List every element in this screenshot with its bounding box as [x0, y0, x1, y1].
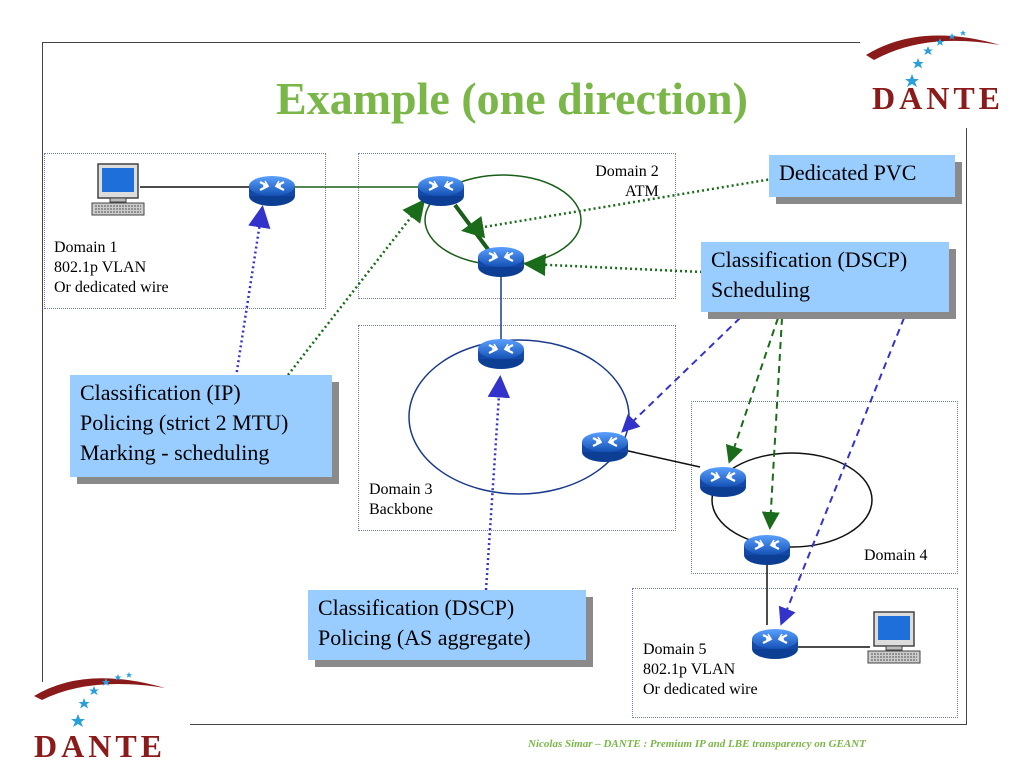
- computer-icon: [91, 163, 145, 216]
- domain-5-name: Domain 5: [643, 641, 707, 658]
- dedicated-pvc-callout: Dedicated PVC: [769, 155, 955, 197]
- domain-1-label: Domain 1 802.1p VLAN Or dedicated wire: [54, 238, 169, 298]
- domain-2-box: [358, 153, 676, 299]
- dscp-policing-callout: Classification (DSCP) Policing (AS aggre…: [308, 590, 586, 660]
- router-icon: [750, 627, 800, 661]
- computer-icon: [867, 611, 921, 664]
- domain-3-label: Domain 3 Backbone: [369, 480, 433, 520]
- domain-2-name: Domain 2: [595, 163, 659, 180]
- domain-1-box: [44, 153, 326, 309]
- domain-1-name: Domain 1: [54, 239, 118, 256]
- domain-4-name: Domain 4: [864, 547, 928, 564]
- dscp-scheduling-line-2: Scheduling: [711, 277, 810, 302]
- ip-classification-line-2: Policing (strict 2 MTU): [80, 410, 289, 435]
- dante-logo-text-bottom: DANTE: [34, 728, 167, 764]
- domain-3-line-2: Backbone: [369, 501, 433, 518]
- domain-2-label: Domain 2 ATM: [585, 162, 659, 202]
- ip-classification-callout: Classification (IP) Policing (strict 2 M…: [70, 375, 332, 477]
- dante-logo-bottom: [34, 672, 165, 727]
- slide-title: Example (one direction): [276, 73, 748, 124]
- frame-line-bottom: [190, 724, 966, 725]
- dscp-policing-line-2: Policing (AS aggregate): [318, 625, 531, 650]
- domain-4-box: [691, 401, 958, 574]
- router-icon: [247, 174, 297, 208]
- frame-line-left: [42, 42, 43, 682]
- dante-logo-text-top: DANTE: [872, 80, 1005, 116]
- frame-line-right: [966, 128, 967, 725]
- domain-3-name: Domain 3: [369, 481, 433, 498]
- ip-classification-line-3: Marking - scheduling: [80, 440, 270, 465]
- domain-2-line-2: ATM: [625, 183, 659, 200]
- router-icon: [476, 337, 526, 371]
- dscp-scheduling-line-1: Classification (DSCP): [711, 247, 908, 272]
- router-icon: [698, 465, 748, 499]
- router-icon: [476, 245, 526, 279]
- domain-4-ring: [711, 452, 873, 548]
- dscp-scheduling-callout: Classification (DSCP) Scheduling: [701, 242, 949, 312]
- dscp-policing-line-1: Classification (DSCP): [318, 595, 515, 620]
- dedicated-pvc-text: Dedicated PVC: [779, 160, 917, 185]
- domain-5-line-2: 802.1p VLAN: [643, 661, 736, 678]
- domain-1-line-3: Or dedicated wire: [54, 279, 169, 296]
- domain-5-line-3: Or dedicated wire: [643, 681, 758, 698]
- domain-3-box: [358, 325, 676, 531]
- router-icon: [416, 174, 466, 208]
- router-icon: [580, 430, 630, 464]
- router-icon: [742, 533, 792, 567]
- dante-logo-top: [866, 30, 1000, 87]
- domain-5-label: Domain 5 802.1p VLAN Or dedicated wire: [643, 640, 758, 700]
- footer-credit: Nicolas Simar – DANTE : Premium IP and L…: [528, 738, 866, 750]
- domain-4-label: Domain 4: [864, 546, 928, 566]
- domain-1-line-2: 802.1p VLAN: [54, 259, 147, 276]
- ip-classification-line-1: Classification (IP): [80, 380, 241, 405]
- frame-line-top: [42, 42, 860, 43]
